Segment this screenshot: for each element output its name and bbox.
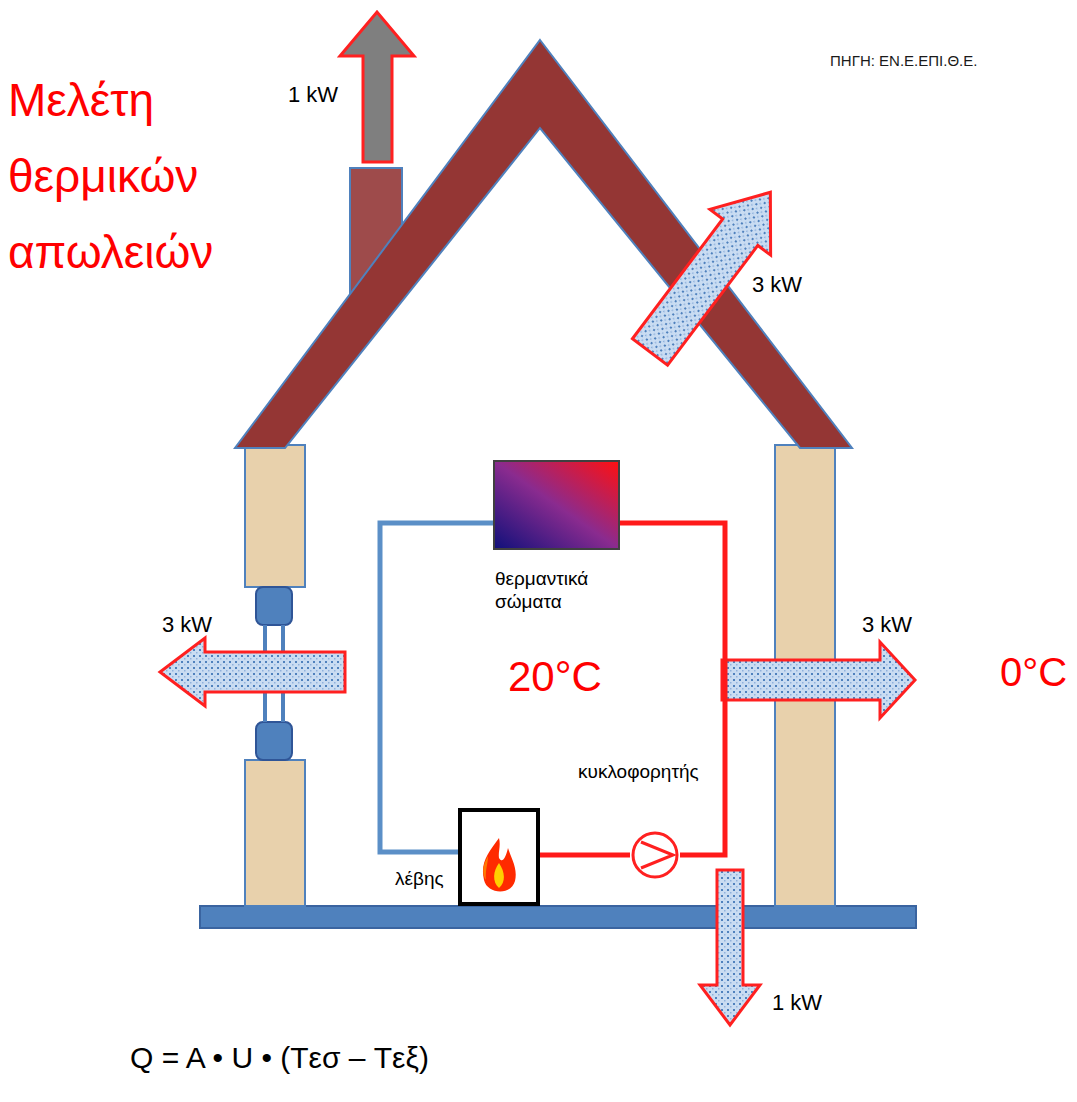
loss-value: 3 kW	[752, 272, 832, 298]
formula-caption: Q = A • U • (Tεσ – Tεξ)	[130, 1040, 650, 1076]
indoor-temperature: 20°C	[508, 652, 628, 702]
radiator-label: θερμαντικά σώματα	[495, 567, 635, 613]
formula-caption-wrap: Q = A • U • (Tεσ – Tεξ)	[130, 1040, 650, 1076]
circulator-pump-node: κυκλοφορητής	[575, 760, 718, 880]
heating-pipe	[380, 523, 493, 852]
loss-value: 1 kW	[288, 82, 348, 108]
radiator-node: θερμαντικά σώματα	[470, 455, 635, 613]
loss-value-wrap: 3 kW	[862, 612, 942, 638]
diagram-title: Μελέτη θερμικών απωλειών	[8, 62, 270, 290]
window-loss-arrow	[160, 638, 345, 706]
loss-value: 1 kW	[772, 990, 852, 1016]
source-note-wrap: ΠΗΓΗ: ΕΝ.Ε.ΕΠΙ.Θ.Ε.	[830, 52, 1070, 70]
heating-pipe	[620, 523, 725, 855]
loss-value: 3 kW	[162, 612, 242, 638]
circulator-pump-label-wrap: κυκλοφορητής	[578, 760, 718, 783]
loss-value-wrap: 1 kW	[772, 990, 852, 1016]
radiator-label-wrap: θερμαντικά σώματα	[495, 567, 635, 613]
boiler-shape	[458, 808, 540, 906]
outdoor-temperature-wrap: 0°C	[1000, 648, 1076, 696]
wall-loss-arrow	[722, 642, 915, 718]
floor-slab	[200, 906, 916, 928]
indoor-temperature-wrap: 20°C	[508, 652, 628, 702]
diagram-title-wrap: Μελέτη θερμικών απωλειών	[8, 62, 270, 290]
loss-value: 3 kW	[862, 612, 942, 638]
circulator-pump-label: κυκλοφορητής	[578, 760, 718, 783]
roof	[235, 40, 852, 448]
heating-pipe	[540, 853, 630, 858]
circulator-pump-shape	[630, 830, 680, 880]
boiler-label: λέβης	[395, 867, 457, 890]
loss-value-wrap: 3 kW	[162, 612, 242, 638]
radiator-shape	[493, 460, 620, 550]
floor-loss-arrow	[700, 870, 760, 1025]
outdoor-temperature: 0°C	[1000, 648, 1076, 696]
loss-value-wrap: 3 kW	[752, 272, 832, 298]
loss-value-wrap: 1 kW	[288, 82, 348, 108]
boiler-label-wrap: λέβης	[395, 867, 457, 890]
wall-left-upper	[245, 445, 305, 587]
source-note: ΠΗΓΗ: ΕΝ.Ε.ΕΠΙ.Θ.Ε.	[830, 52, 1070, 70]
boiler-node: λέβης	[392, 805, 540, 906]
chimney-loss-arrow	[340, 12, 414, 162]
wall-left-lower	[245, 760, 305, 906]
